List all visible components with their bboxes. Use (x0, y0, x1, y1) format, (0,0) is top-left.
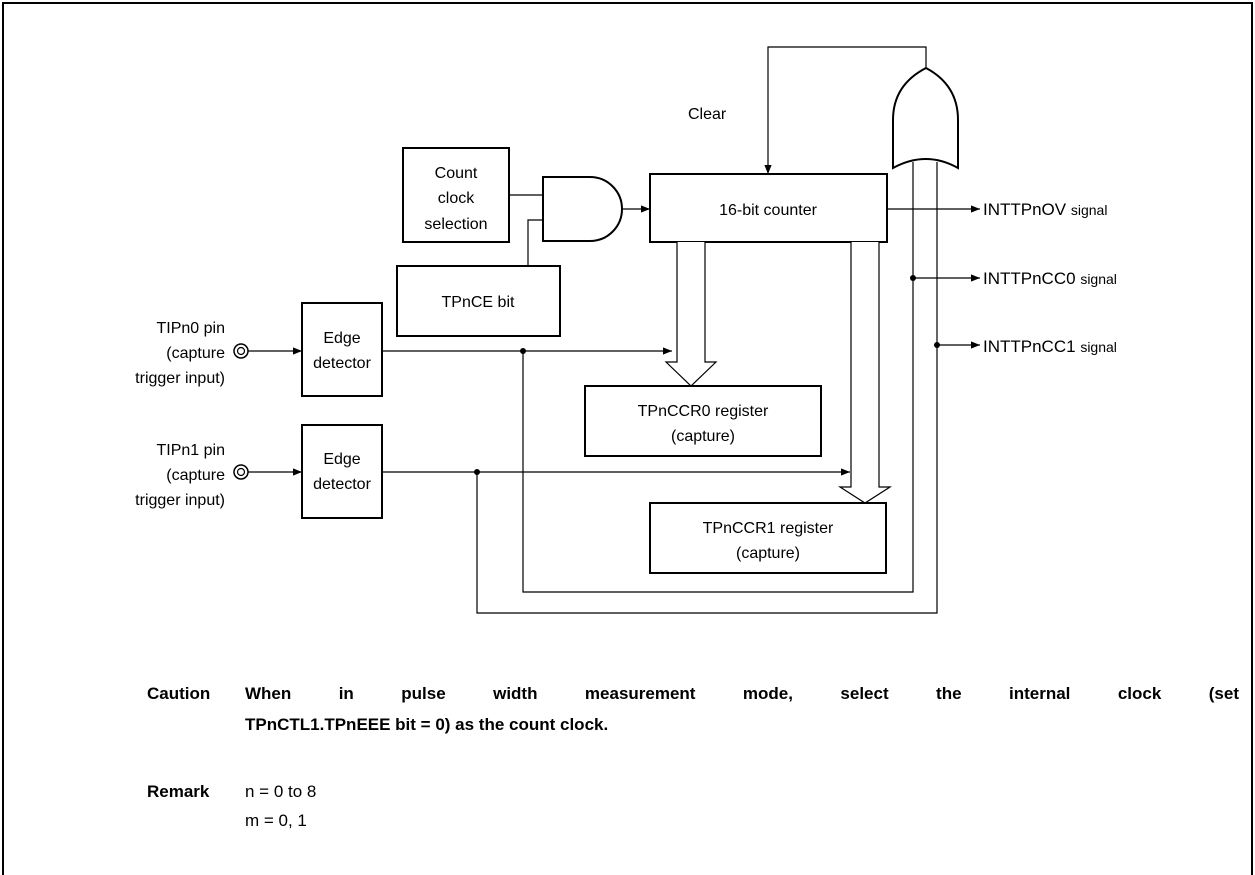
caution-heading: Caution (147, 684, 211, 703)
caution-line-2: TPnCTL1.TPnEEE bit = 0) as the count clo… (245, 715, 609, 734)
tipn1-label-1: TIPn1 pin (157, 442, 225, 459)
bus-counter-to-ccr1 (837, 242, 893, 504)
remark-heading: Remark (147, 782, 210, 801)
tpnccr0-register-block (584, 385, 822, 457)
edge-detector-2-label-1: Edge (323, 451, 360, 468)
tpnccr1-register-block (649, 502, 887, 574)
tipn1-pin-inner (236, 467, 246, 477)
count-clock-label-3: selection (424, 216, 487, 233)
counter-block (649, 173, 888, 243)
remark-line-1: n = 0 to 8 (245, 782, 317, 801)
tpnccr1-label-2: (capture) (736, 545, 800, 562)
remark-line-2: m = 0, 1 (245, 811, 307, 830)
cc1-junction-dot (934, 342, 940, 348)
cc0-junction-dot (910, 275, 916, 281)
or-gate (892, 66, 959, 170)
count-clock-label-1: Count (435, 165, 478, 182)
tpnccr0-label-1: TPnCCR0 register (638, 403, 769, 420)
clear-feedback-wire (764, 46, 927, 174)
inttpncc0-label: INTTPnCC0 signal (983, 269, 1117, 288)
bus-counter-to-ccr0 (664, 242, 718, 387)
count-clock-label-2: clock (438, 190, 475, 207)
tipn0-label-1: TIPn0 pin (157, 320, 225, 337)
wire-tpnce-to-and (527, 219, 543, 266)
tipn1-label-2: (capture (166, 467, 225, 484)
tpnccr0-label-2: (capture) (671, 428, 735, 445)
edge1-junction-dot (520, 348, 526, 354)
edge-detector-1-label-1: Edge (323, 330, 360, 347)
and-gate (542, 176, 623, 242)
edge-detector-1-label-2: detector (313, 355, 371, 372)
tipn0-label-2: (capture (166, 345, 225, 362)
edge-detector-2-label-2: detector (313, 476, 371, 493)
edge2-junction-dot (474, 469, 480, 475)
clear-label: Clear (688, 106, 727, 123)
tipn0-label-3: trigger input) (135, 370, 225, 387)
tpnce-bit-label: TPnCE bit (442, 294, 515, 311)
tipn0-pin-inner (236, 346, 246, 356)
edge-detector-1 (301, 302, 383, 397)
counter-label: 16-bit counter (719, 202, 818, 219)
inttpnov-label: INTTPnOV signal (983, 200, 1107, 219)
wire-cc1-feedback (476, 162, 938, 614)
inttpncc1-label: INTTPnCC1 signal (983, 337, 1117, 356)
tpnce-bit-block (396, 265, 561, 337)
caution-line-1: When in pulse width measurement mode, se… (245, 684, 1239, 703)
edge-detector-2 (301, 424, 383, 519)
tipn1-label-3: trigger input) (135, 492, 225, 509)
tpnccr1-label-1: TPnCCR1 register (703, 520, 834, 537)
